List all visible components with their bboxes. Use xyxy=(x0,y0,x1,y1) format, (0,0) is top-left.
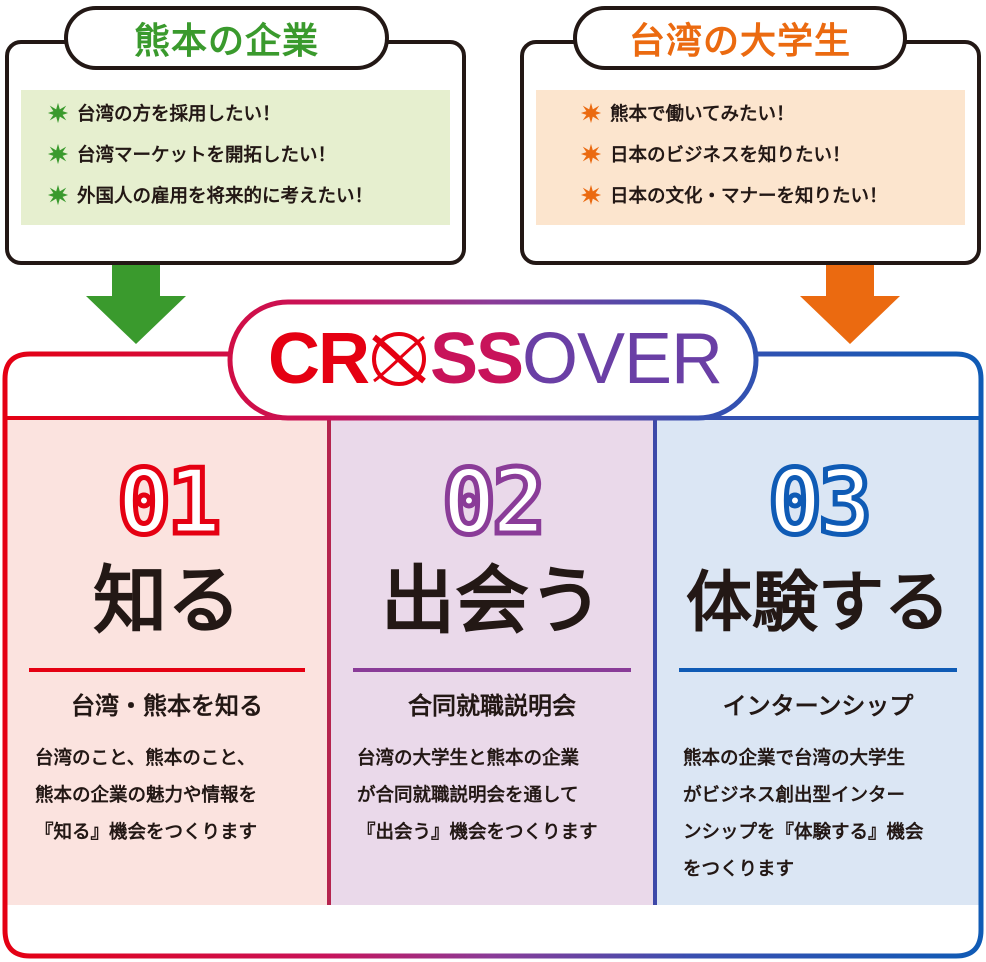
list-item: 外国人の雇用を将来的に考えたい！ xyxy=(47,174,373,215)
list-item: 台湾マーケットを開拓したい！ xyxy=(47,133,373,174)
burst-icon xyxy=(47,184,69,205)
step-number: 01 xyxy=(114,450,223,555)
step-number: 02 xyxy=(439,450,548,555)
students-title-pill: 台湾の大学生 xyxy=(573,6,907,70)
step-fill-2 xyxy=(331,418,655,905)
step-subtitle: 合同就職説明会 xyxy=(408,692,576,720)
step-rule xyxy=(353,668,631,672)
companies-fill xyxy=(21,90,450,225)
step-title: 知る xyxy=(93,558,241,644)
description-line: 台湾のこと、熊本のこと、 xyxy=(35,748,256,769)
students-box: 熊本で働いてみたい！ 日本のビジネスを知りたい！ 日本の文化・マナーを知りたい！ xyxy=(520,40,981,265)
list-item-text: 外国人の雇用を将来的に考えたい！ xyxy=(77,185,374,207)
step-subtitle: インターンシップ xyxy=(722,692,914,720)
step-card-2: 02 出会う 合同就職説明会 台湾の大学生と熊本の企業 が合同就職説明会を通して… xyxy=(331,418,653,905)
down-arrow-right xyxy=(800,250,900,344)
step-card-3: 03 体験する インターンシップ 熊本の企業で台湾の大学生 がビジネス創出型イン… xyxy=(657,418,979,905)
companies-title-pill: 熊本の企業 xyxy=(64,6,389,70)
list-item: 台湾の方を採用したい！ xyxy=(47,92,373,133)
list-item: 日本の文化・マナーを知りたい！ xyxy=(580,174,888,215)
crossover-logo: CR O SS OVER xyxy=(268,319,723,399)
step-card-1: 01 知る 台湾・熊本を知る 台湾のこと、熊本のこと、 熊本の企業の魅力や情報を… xyxy=(7,418,327,905)
description-line: 『出会う』機会をつくります xyxy=(357,822,598,843)
students-title: 台湾の大学生 xyxy=(628,21,851,62)
companies-title: 熊本の企業 xyxy=(133,21,319,62)
list-item-text: 日本の文化・マナーを知りたい！ xyxy=(610,185,888,207)
list-item-text: 熊本で働いてみたい！ xyxy=(610,103,795,125)
step-fill-3 xyxy=(657,418,979,905)
description-line: 熊本の企業で台湾の大学生 xyxy=(683,748,906,769)
logo-o-mark: O xyxy=(370,329,428,389)
cross-circle-icon xyxy=(371,332,426,386)
companies-box: 台湾の方を採用したい！ 台湾マーケットを開拓したい！ 外国人の雇用を将来的に考え… xyxy=(5,40,466,265)
logo-o-text: O xyxy=(428,329,429,330)
down-arrow-left xyxy=(86,250,186,344)
description-line: 『知る』機会をつくります xyxy=(35,822,258,843)
description-line: が合同就職説明会を通して xyxy=(357,785,579,806)
logo-ss: SS xyxy=(429,319,524,399)
burst-icon xyxy=(580,184,602,205)
step-description: 熊本の企業で台湾の大学生 がビジネス創出型インター ンシップを『体験する』機会 … xyxy=(683,740,975,888)
description-line: がビジネス創出型インター xyxy=(683,785,906,806)
step-rule xyxy=(29,668,305,672)
list-item: 日本のビジネスを知りたい！ xyxy=(580,133,888,174)
students-list: 熊本で働いてみたい！ 日本のビジネスを知りたい！ 日本の文化・マナーを知りたい！ xyxy=(580,92,888,215)
students-fill xyxy=(536,90,965,225)
logo-over: OVER xyxy=(522,319,723,399)
description-line: 熊本の企業の魅力や情報を xyxy=(35,785,258,806)
step-number: 03 xyxy=(765,450,874,555)
burst-icon xyxy=(47,102,69,123)
list-item-text: 台湾の方を採用したい！ xyxy=(77,103,281,125)
step-subtitle: 台湾・熊本を知る xyxy=(71,692,263,720)
step-description: 台湾の大学生と熊本の企業 が合同就職説明会を通して 『出会う』機会をつくります xyxy=(357,740,649,851)
burst-icon xyxy=(580,143,602,164)
step-title: 体験する xyxy=(686,564,950,641)
burst-icon xyxy=(580,102,602,123)
step-rule xyxy=(679,668,957,672)
list-item-text: 日本のビジネスを知りたい！ xyxy=(610,144,851,166)
list-item: 熊本で働いてみたい！ xyxy=(580,92,888,133)
description-line: 台湾の大学生と熊本の企業 xyxy=(357,748,580,769)
step-fill-1 xyxy=(7,418,329,905)
list-item-text: 台湾マーケットを開拓したい！ xyxy=(77,144,337,166)
burst-icon xyxy=(47,143,69,164)
description-line: をつくります xyxy=(683,859,795,880)
step-title: 出会う xyxy=(381,558,603,644)
description-line: ンシップを『体験する』機会 xyxy=(683,822,924,843)
step-description: 台湾のこと、熊本のこと、 熊本の企業の魅力や情報を 『知る』機会をつくります xyxy=(35,740,325,851)
companies-list: 台湾の方を採用したい！ 台湾マーケットを開拓したい！ 外国人の雇用を将来的に考え… xyxy=(47,92,373,215)
logo-cr: CR xyxy=(267,319,370,399)
